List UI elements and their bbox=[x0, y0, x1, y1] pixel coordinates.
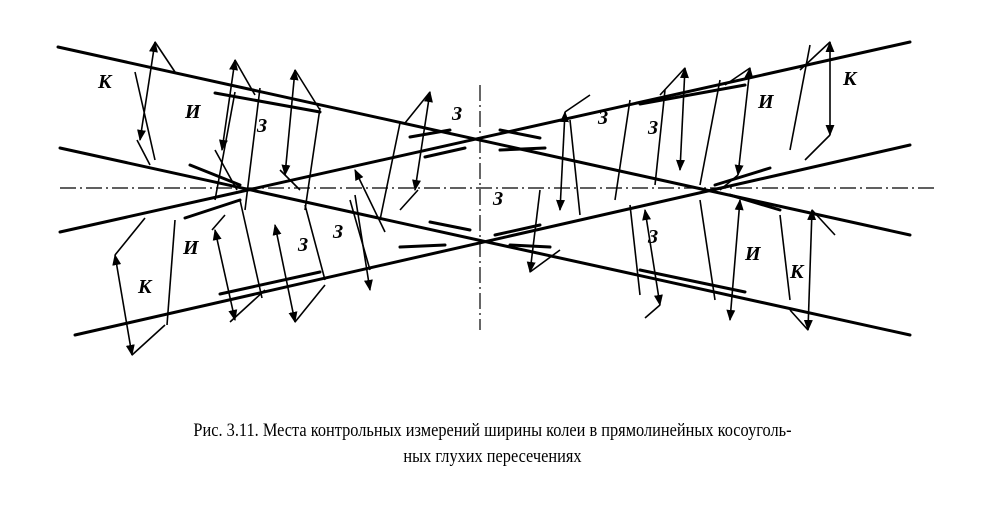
measurement-marks-right bbox=[526, 40, 836, 332]
label-k: К bbox=[137, 276, 153, 298]
label-z: З bbox=[597, 107, 608, 129]
label-z: З bbox=[492, 188, 503, 210]
rail-line bbox=[56, 45, 912, 237]
label-k: К bbox=[789, 261, 805, 283]
label-i: И bbox=[757, 91, 775, 113]
guard-rails bbox=[183, 83, 782, 296]
label-z: З bbox=[647, 226, 658, 248]
label-i: И bbox=[744, 243, 762, 265]
rail-line bbox=[58, 40, 912, 234]
figure-caption-line-2: ных глухих пересечениях bbox=[403, 446, 582, 467]
measurement-marks-left bbox=[112, 40, 433, 357]
label-i: И bbox=[184, 101, 202, 123]
label-k: К bbox=[97, 71, 113, 93]
figure-caption-line-1: Рис. 3.11. Места контрольных измерений ш… bbox=[193, 420, 792, 441]
label-z: З bbox=[256, 115, 267, 137]
label-i: И bbox=[182, 237, 200, 259]
label-z: З bbox=[297, 234, 308, 256]
label-z: З bbox=[647, 117, 658, 139]
crossing-diagram: К К К К И И И И З З З З З З З З bbox=[56, 40, 935, 357]
label-z: З bbox=[332, 221, 343, 243]
label-k: К bbox=[842, 68, 858, 90]
label-z: З bbox=[451, 103, 462, 125]
